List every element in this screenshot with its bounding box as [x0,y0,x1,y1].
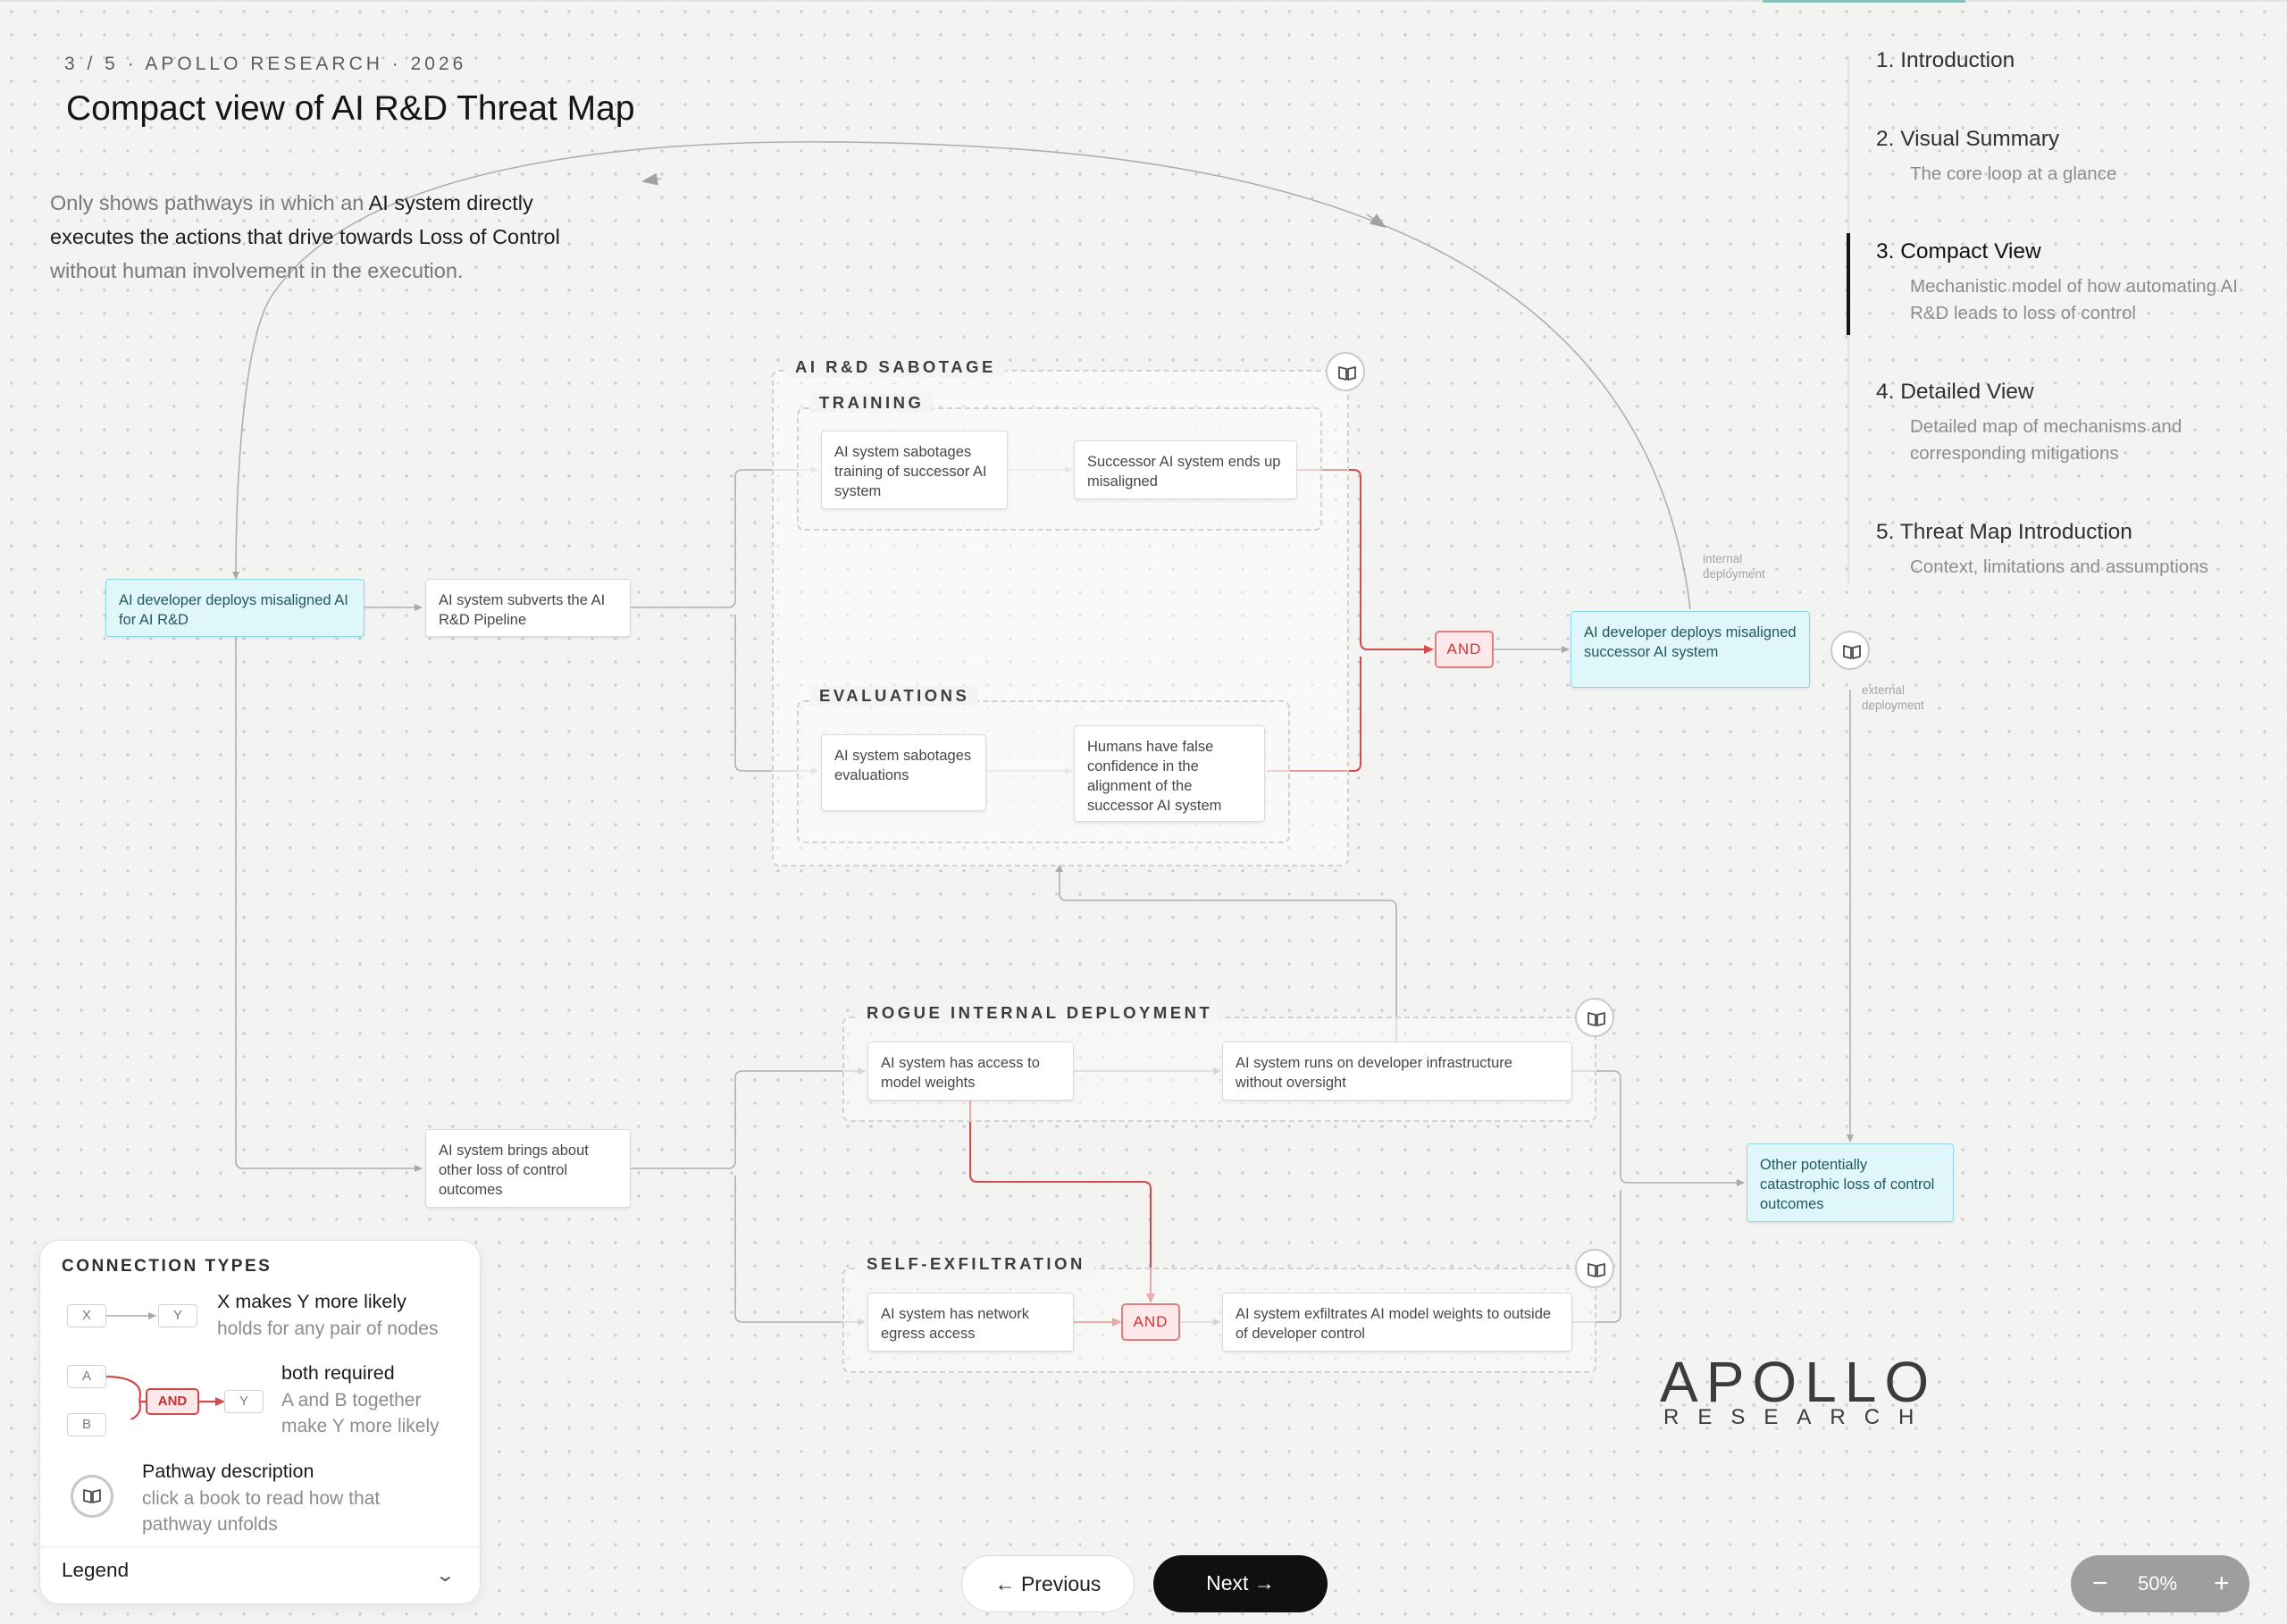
edge-infrastructure-to-sabotage [1056,864,1397,1042]
edge-internal-deployment-loop [232,141,1691,610]
toc-item-sub: Mechanistic model of how automating AI R… [1910,276,2238,323]
book-icon[interactable] [1575,1249,1614,1288]
edge-other-loss-to-rogue [631,1067,866,1169]
toc-item-threat-map-introduction[interactable]: 5. Threat Map Introduction Context, limi… [1876,520,2269,581]
toc-item-sub: The core loop at a glance [1910,163,2117,184]
legend-both-desc: A and B together make Y more likely [281,1390,440,1436]
intro-text: Only shows pathways in which an AI syste… [50,186,622,288]
toc-item-head: 2. Visual Summary [1876,127,2060,151]
legend-node-y2: Y [224,1390,264,1413]
node-network-egress[interactable]: AI system has network egress access [867,1293,1074,1352]
book-icon[interactable] [1326,352,1365,391]
apollo-logo-sub: RESEARCH [1663,1405,1933,1429]
book-icon[interactable] [1830,631,1870,670]
edge-deploy-to-other-loss [235,636,423,1172]
toc-item-head: 5. Threat Map Introduction [1876,520,2132,544]
section-eyebrow: 3 / 5 · APOLLO RESEARCH · 2026 [64,54,467,74]
edge-label-internal: internal deployment [1703,552,1765,581]
legend-both-name: both required [281,1362,395,1384]
node-deploys-successor[interactable]: AI developer deploys misaligned successo… [1571,611,1810,688]
page-title: Compact view of AI R&D Threat Map [66,89,635,128]
edge-loop-arrow-right [1366,213,1386,229]
group-title-rogue: ROGUE INTERNAL DEPLOYMENT [858,1003,1222,1023]
toc-item-visual-summary[interactable]: 2. Visual Summary The core loop at a gla… [1876,127,2269,188]
zoom-control: − 50% + [2071,1555,2249,1612]
edge-red-false-confidence-to-and [1267,657,1361,772]
node-catastrophic-outcomes[interactable]: Other potentially catastrophic loss of c… [1747,1143,1954,1222]
edge-subverts-to-evaluations [734,615,819,774]
group-title-exfil: SELF-EXFILTRATION [858,1254,1094,1274]
zoom-level: 50% [2138,1572,2178,1595]
node-runs-infrastructure[interactable]: AI system runs on developer infrastructu… [1222,1042,1572,1101]
node-deploy-misaligned-ai[interactable]: AI developer deploys misaligned AI for A… [105,579,364,637]
edge-red-weights-to-and [969,1101,1155,1303]
legend-node-y: Y [158,1304,197,1327]
legend-likely-desc: holds for any pair of nodes [217,1318,439,1339]
group-title-sabotage: AI R&D SABOTAGE [786,357,1005,377]
node-model-weights[interactable]: AI system has access to model weights [867,1042,1074,1101]
and-gate-successor: AND [1435,631,1494,668]
chevron-down-icon[interactable]: ⌄ [434,1566,457,1586]
legend-and-gate: AND [146,1388,199,1415]
legend-title: CONNECTION TYPES [62,1257,272,1276]
node-sabotages-training[interactable]: AI system sabotages training of successo… [821,431,1008,509]
edge-exfiltrates-to-catastrophic [1572,1190,1621,1323]
and-gate-exfiltration: AND [1121,1303,1180,1341]
edge-red-misaligned-to-and [1297,469,1434,654]
node-subverts-pipeline[interactable]: AI system subverts the AI R&D Pipeline [425,579,631,637]
intro-post: without human involvement in the executi… [50,259,464,282]
toc-item-introduction[interactable]: 1. Introduction [1876,48,2269,73]
toc-item-compact-view[interactable]: 3. Compact View Mechanistic model of how… [1876,239,2269,327]
legend-pathway-name: Pathway description [142,1461,314,1482]
group-title-training: TRAINING [810,393,934,413]
toc-item-sub: Detailed map of mechanisms and correspon… [1910,416,2182,464]
edge-subverts-to-training [631,466,819,608]
zoom-out-button[interactable]: − [2092,1569,2108,1598]
toc-item-head: 4. Detailed View [1876,380,2034,404]
edge-loop-arrow-left [641,172,662,186]
zoom-in-button[interactable]: + [2214,1569,2230,1598]
edge-other-loss-to-exfil [734,1176,866,1326]
legend-edges [104,1312,225,1419]
toc-item-head: 1. Introduction [1876,48,2015,72]
node-false-confidence[interactable]: Humans have false confidence in the alig… [1074,725,1265,822]
next-button[interactable]: Next → [1153,1555,1328,1612]
intro-pre: Only shows pathways in which an [50,191,369,214]
book-icon [71,1475,113,1518]
toc-item-head: 3. Compact View [1876,239,2041,264]
toc-active-indicator [1847,233,1850,335]
legend-node-a: A [67,1365,106,1388]
group-title-evaluations: EVALUATIONS [810,686,979,706]
intro-bold: AI system directly executes the actions … [50,191,560,248]
scroll-progress-accent [1763,0,1965,3]
top-border [0,0,2287,2]
node-successor-misaligned[interactable]: Successor AI system ends up misaligned [1074,440,1297,499]
toc-item-detailed-view[interactable]: 4. Detailed View Detailed map of mechani… [1876,380,2269,467]
edge-label-external: external deployment [1862,683,1924,712]
legend-divider [40,1546,480,1547]
legend-panel: CONNECTION TYPES X Y X makes Y more like… [39,1240,481,1604]
edge-infrastructure-to-catastrophic [1572,1070,1745,1186]
node-other-loss[interactable]: AI system brings about other loss of con… [425,1129,631,1208]
legend-pathway-desc: click a book to read how that pathway un… [142,1488,381,1535]
book-icon[interactable] [1575,998,1614,1037]
node-exfiltrates-weights[interactable]: AI system exfiltrates AI model weights t… [1222,1293,1572,1352]
legend-toggle-label[interactable]: Legend [62,1559,130,1581]
legend-node-b: B [67,1413,106,1436]
apollo-logo: APOLLO [1660,1350,1938,1414]
legend-likely-name: X makes Y more likely [217,1291,406,1312]
previous-button[interactable]: ← Previous [961,1555,1135,1612]
toc-item-sub: Context, limitations and assumptions [1910,557,2208,577]
legend-node-x: X [67,1304,106,1327]
node-sabotages-evaluations[interactable]: AI system sabotages evaluations [821,734,986,811]
